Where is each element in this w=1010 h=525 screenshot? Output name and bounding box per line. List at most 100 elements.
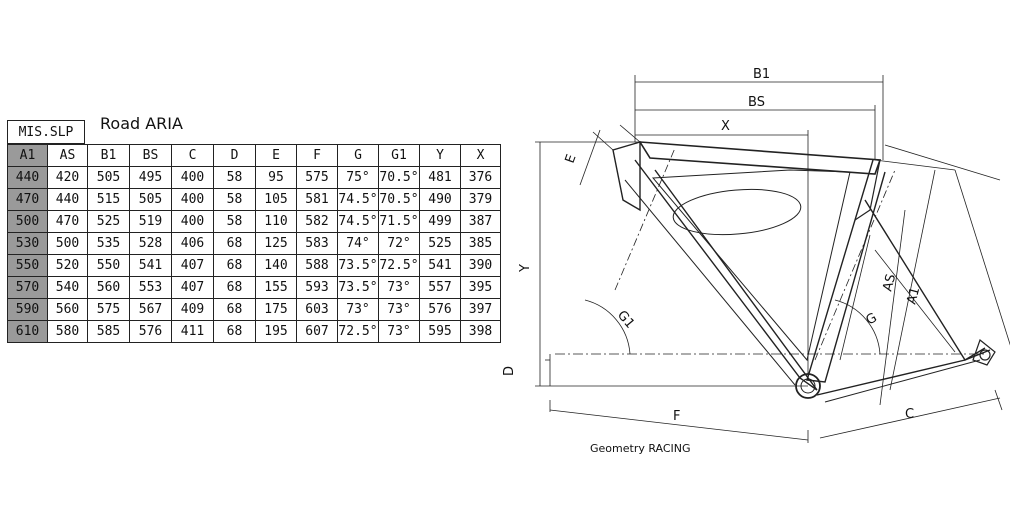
table-cell: 74° bbox=[337, 232, 379, 255]
label-d: D bbox=[502, 366, 517, 376]
table-cell: 74.5° bbox=[337, 210, 379, 233]
table-cell: 73° bbox=[378, 276, 420, 299]
table-cell: 557 bbox=[419, 276, 461, 299]
table-cell: 576 bbox=[129, 320, 172, 343]
table-cell: 58 bbox=[213, 210, 256, 233]
table-cell: 583 bbox=[296, 232, 338, 255]
table-cell: 140 bbox=[255, 254, 297, 277]
column-header: Y bbox=[419, 144, 461, 167]
table-cell: 68 bbox=[213, 298, 256, 321]
table-cell: 470 bbox=[7, 188, 48, 211]
table-cell: 540 bbox=[47, 276, 88, 299]
column-header: G1 bbox=[378, 144, 420, 167]
diagram-caption: Geometry RACING bbox=[590, 442, 691, 455]
column-header: A1 bbox=[7, 144, 48, 167]
table-cell: 541 bbox=[129, 254, 172, 277]
label-bs: BS bbox=[748, 95, 765, 110]
table-cell: 58 bbox=[213, 188, 256, 211]
table-cell: 407 bbox=[171, 276, 214, 299]
label-c: C bbox=[905, 407, 914, 422]
table-cell: 73.5° bbox=[337, 254, 379, 277]
table-cell: 70.5° bbox=[378, 188, 420, 211]
table-cell: 505 bbox=[129, 188, 172, 211]
column-header: AS bbox=[47, 144, 88, 167]
table-cell: 519 bbox=[129, 210, 172, 233]
column-header: E bbox=[255, 144, 297, 167]
table-cell: 525 bbox=[419, 232, 461, 255]
table-cell: 440 bbox=[7, 166, 48, 189]
label-y: Y bbox=[518, 264, 533, 273]
table-cell: 395 bbox=[460, 276, 501, 299]
table-cell: 125 bbox=[255, 232, 297, 255]
frame-geometry-diagram: B1 BS X E Y G1 G AS A1 D F C Geometry RA… bbox=[502, 67, 1010, 455]
table-cell: 603 bbox=[296, 298, 338, 321]
table-cell: 71.5° bbox=[378, 210, 420, 233]
table-cell: 580 bbox=[47, 320, 88, 343]
table-cell: 68 bbox=[213, 232, 256, 255]
table-cell: 58 bbox=[213, 166, 256, 189]
label-as: AS bbox=[880, 273, 899, 293]
table-cell: 73° bbox=[378, 298, 420, 321]
table-cell: 593 bbox=[296, 276, 338, 299]
table-cell: 550 bbox=[87, 254, 130, 277]
table-cell: 440 bbox=[47, 188, 88, 211]
label-e: E bbox=[563, 153, 580, 166]
table-cell: 590 bbox=[7, 298, 48, 321]
table-cell: 500 bbox=[47, 232, 88, 255]
table-cell: 70.5° bbox=[378, 166, 420, 189]
table-cell: 379 bbox=[460, 188, 501, 211]
table-cell: 541 bbox=[419, 254, 461, 277]
table-cell: 406 bbox=[171, 232, 214, 255]
column-header: D bbox=[213, 144, 256, 167]
table-cell: 72.5° bbox=[378, 254, 420, 277]
table-cell: 585 bbox=[87, 320, 130, 343]
column-header: C bbox=[171, 144, 214, 167]
table-cell: 588 bbox=[296, 254, 338, 277]
table-cell: 68 bbox=[213, 276, 256, 299]
table-cell: 525 bbox=[87, 210, 130, 233]
size-label: MIS.SLP bbox=[7, 120, 85, 144]
table-cell: 582 bbox=[296, 210, 338, 233]
column-header: G bbox=[337, 144, 379, 167]
label-b1: B1 bbox=[753, 67, 770, 82]
table-cell: 400 bbox=[171, 188, 214, 211]
table-cell: 610 bbox=[7, 320, 48, 343]
table-cell: 499 bbox=[419, 210, 461, 233]
table-cell: 515 bbox=[87, 188, 130, 211]
table-cell: 560 bbox=[47, 298, 88, 321]
table-cell: 175 bbox=[255, 298, 297, 321]
table-cell: 575 bbox=[87, 298, 130, 321]
table-cell: 535 bbox=[87, 232, 130, 255]
table-cell: 155 bbox=[255, 276, 297, 299]
table-cell: 528 bbox=[129, 232, 172, 255]
table-cell: 195 bbox=[255, 320, 297, 343]
table-cell: 68 bbox=[213, 254, 256, 277]
table-cell: 570 bbox=[7, 276, 48, 299]
table-cell: 95 bbox=[255, 166, 297, 189]
rear-dropout bbox=[979, 349, 991, 361]
label-g1: G1 bbox=[614, 308, 637, 332]
label-a1: A1 bbox=[904, 286, 923, 306]
table-cell: 68 bbox=[213, 320, 256, 343]
table-cell: 505 bbox=[87, 166, 130, 189]
table-cell: 72.5° bbox=[337, 320, 379, 343]
table-cell: 500 bbox=[7, 210, 48, 233]
table-cell: 595 bbox=[419, 320, 461, 343]
model-title: Road ARIA bbox=[100, 114, 183, 133]
table-cell: 520 bbox=[47, 254, 88, 277]
label-x: X bbox=[721, 119, 730, 134]
table-cell: 553 bbox=[129, 276, 172, 299]
table-cell: 470 bbox=[47, 210, 88, 233]
table-cell: 495 bbox=[129, 166, 172, 189]
table-cell: 398 bbox=[460, 320, 501, 343]
table-cell: 581 bbox=[296, 188, 338, 211]
